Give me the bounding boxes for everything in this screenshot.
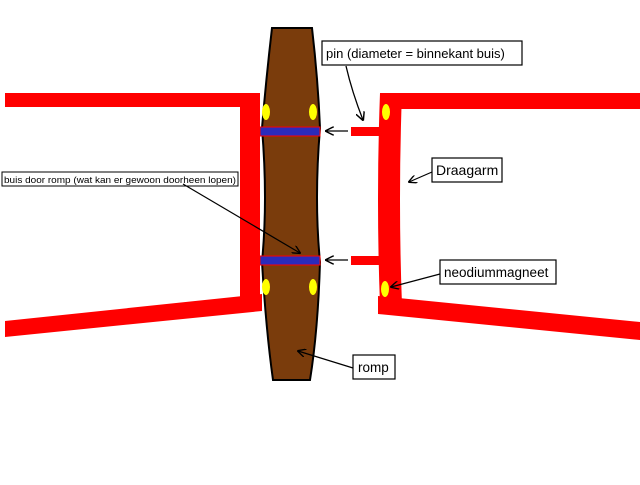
magnet-left-top xyxy=(262,104,270,120)
left-frame xyxy=(5,93,262,337)
magnet-left-top-inner xyxy=(309,104,317,120)
magnet-right-bottom xyxy=(381,281,389,297)
left-vertical-bar xyxy=(240,93,260,309)
label-pin-leader xyxy=(345,65,363,120)
pin-arrows xyxy=(326,131,348,260)
magnet-left-bottom-inner xyxy=(309,279,317,295)
label-hull: romp xyxy=(298,351,396,380)
label-tube-text: buis door romp (wat kan er gewoon doorhe… xyxy=(4,175,236,185)
label-pin-text: pin (diameter = binnekant buis) xyxy=(326,46,505,61)
label-tube: buis door romp (wat kan er gewoon doorhe… xyxy=(1,171,300,253)
tube-bottom xyxy=(259,255,321,266)
label-hull-text: romp xyxy=(358,360,389,375)
pin-bottom xyxy=(351,256,382,265)
label-arm: Draagarm xyxy=(409,157,503,182)
label-tube-leader xyxy=(182,183,300,253)
magnet-right-top xyxy=(382,104,390,120)
pin-top xyxy=(351,127,382,136)
right-vertical-bar xyxy=(378,93,402,305)
left-top-bar xyxy=(5,93,245,107)
label-magnet-leader xyxy=(391,273,441,287)
label-hull-leader xyxy=(298,351,354,369)
label-pin: pin (diameter = binnekant buis) xyxy=(321,40,523,120)
magnet-left-bottom xyxy=(262,279,270,295)
magnets xyxy=(262,104,390,297)
label-arm-leader xyxy=(409,171,433,182)
hull-body xyxy=(260,27,322,381)
tubes xyxy=(259,126,321,266)
right-bottom-bar xyxy=(378,296,640,340)
label-arm-text: Draagarm xyxy=(436,162,498,178)
left-bottom-bar xyxy=(5,294,262,337)
right-top-bar xyxy=(380,93,640,109)
label-magnet: neodiummagneet xyxy=(391,259,557,287)
label-magnet-text: neodiummagneet xyxy=(444,265,549,280)
tube-top xyxy=(259,126,321,137)
right-frame xyxy=(351,93,640,340)
